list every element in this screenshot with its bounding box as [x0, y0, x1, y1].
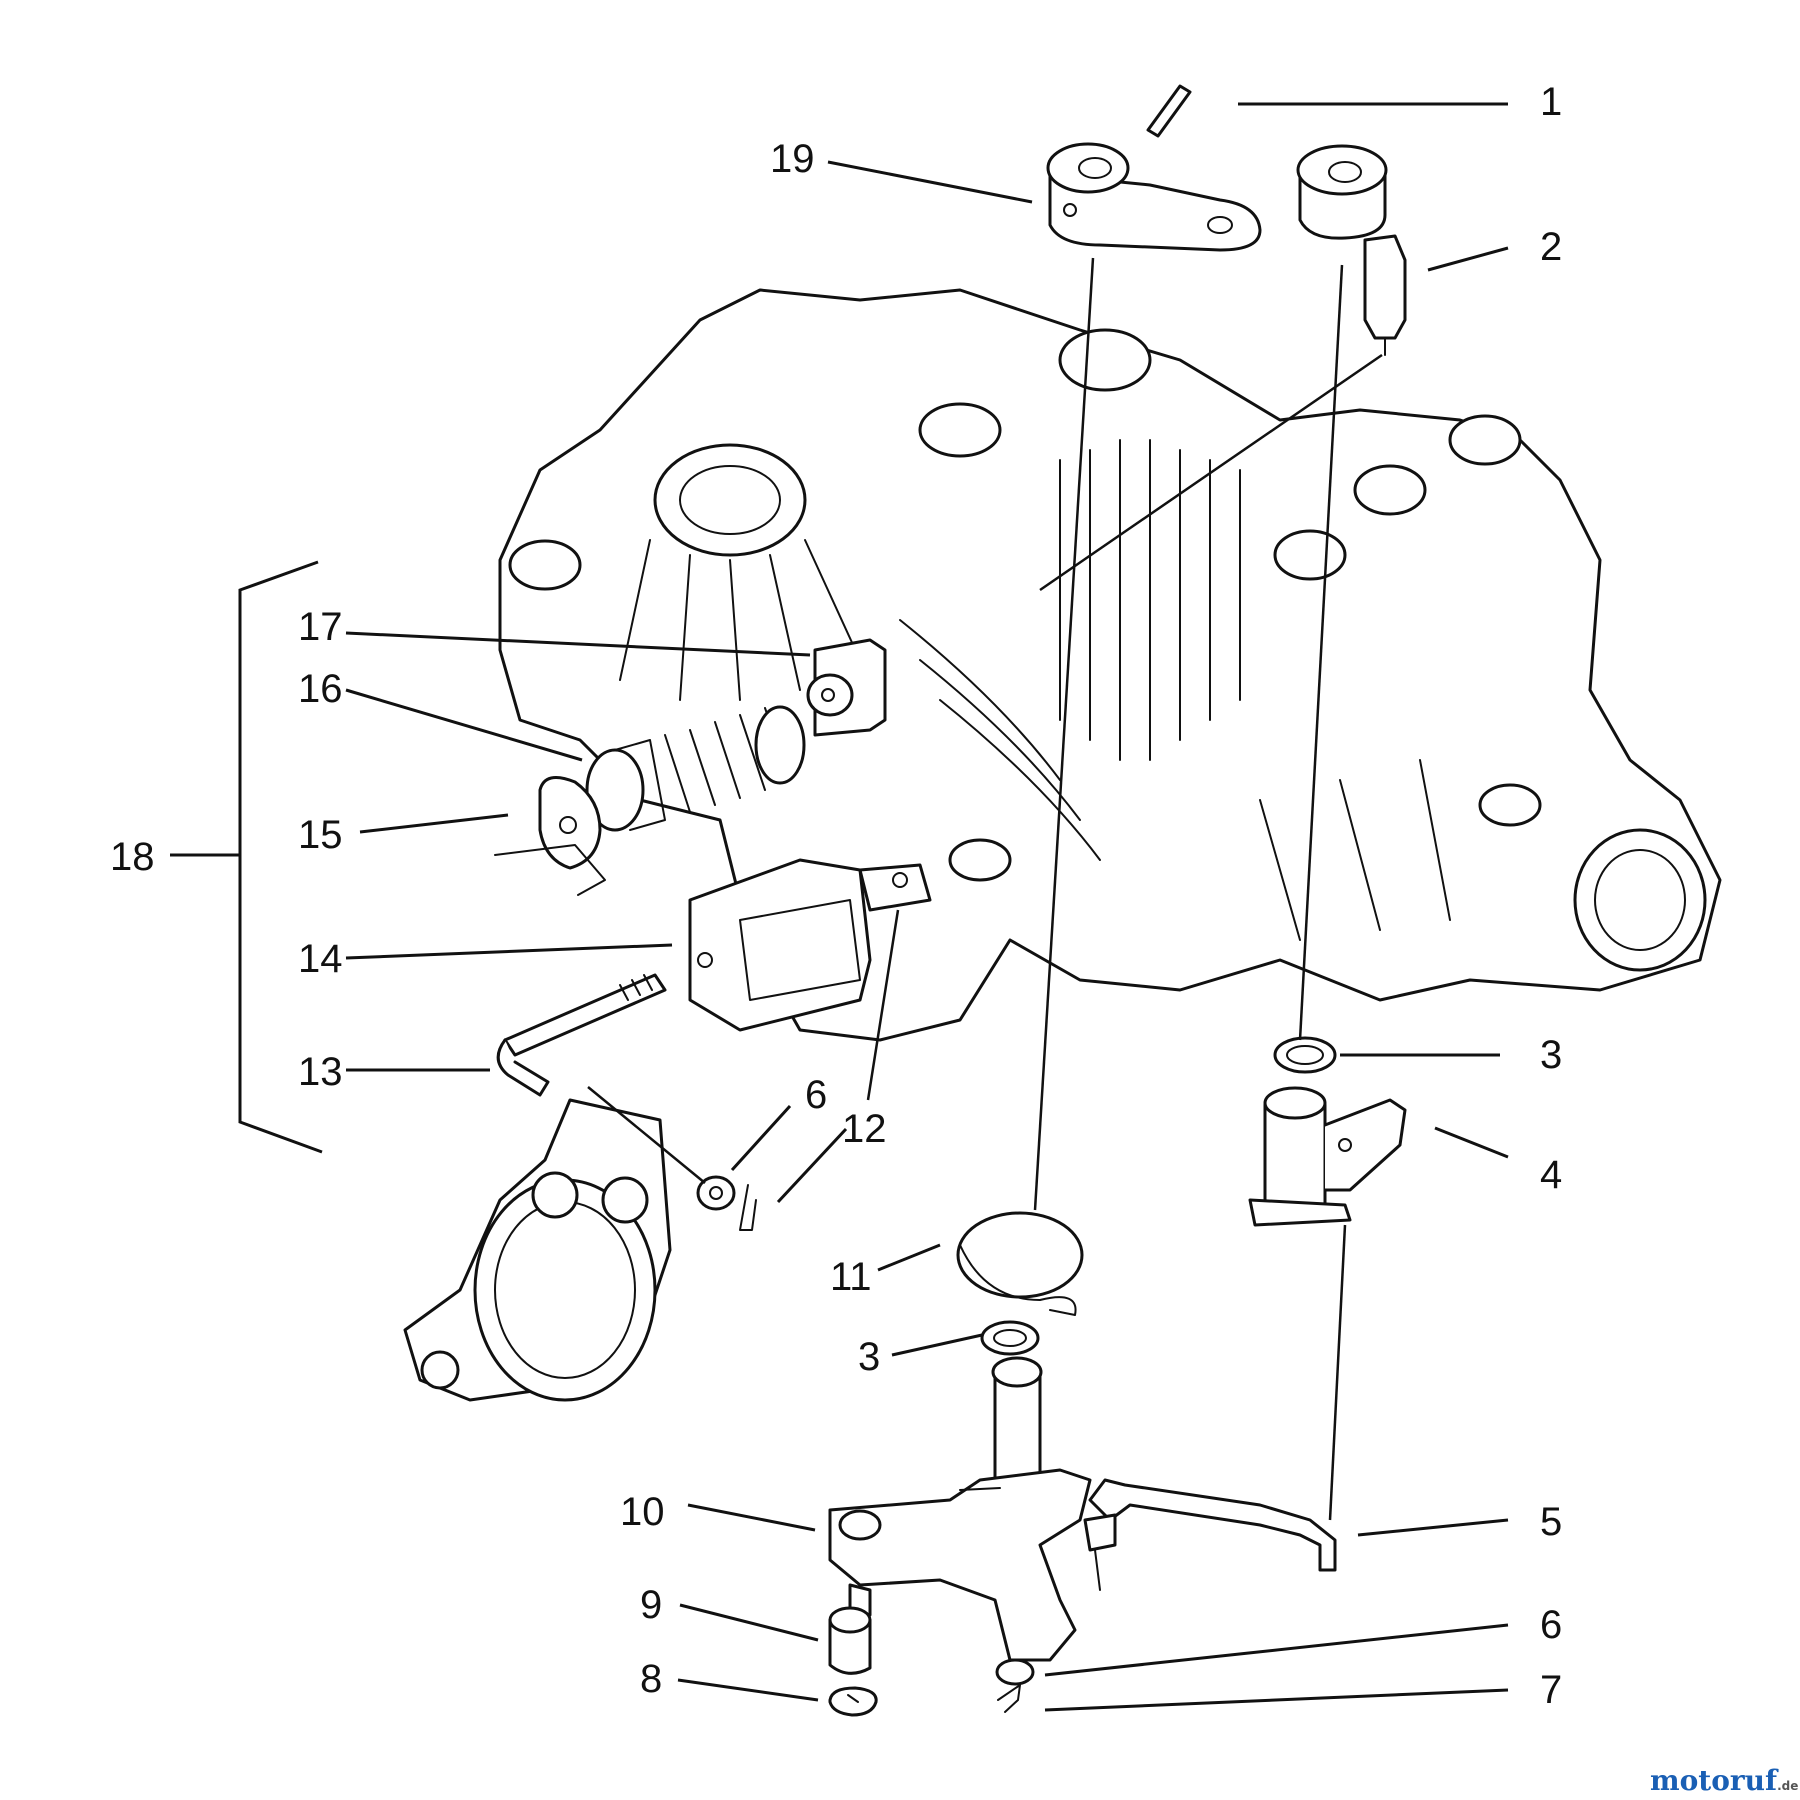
- callout-5: 5: [1540, 1500, 1562, 1544]
- shaft-bracket-part-4: [1248, 1086, 1407, 1227]
- callout-2: 2: [1540, 225, 1562, 269]
- callout-11: 11: [830, 1255, 872, 1299]
- e-clip-part-8: [828, 1686, 878, 1717]
- washer-part-6-lower: [995, 1658, 1035, 1686]
- callout-19: 19: [770, 137, 815, 181]
- assembly-axes: [587, 257, 1383, 1521]
- retainer-part-15: [494, 776, 606, 896]
- callout-3-lower: 3: [858, 1335, 880, 1379]
- housing-post-left: [1058, 328, 1152, 392]
- watermark-text: motoruf: [1650, 1764, 1779, 1797]
- callout-14: 14: [298, 937, 343, 981]
- threaded-rod-part-13: [496, 973, 667, 1097]
- leader-lines: [170, 102, 1509, 1712]
- spring-part-16: [585, 705, 806, 832]
- callout-6-upper: 6: [805, 1073, 827, 1117]
- watermark-logo: motoruf.de: [1650, 1764, 1798, 1797]
- callout-3-upper: 3: [1540, 1033, 1562, 1077]
- collar-part-2: [1296, 144, 1407, 356]
- seal-part-3-upper: [1273, 1036, 1337, 1074]
- callout-13: 13: [298, 1050, 343, 1094]
- svg-text:motoruf.de: motoruf.de: [1650, 1764, 1798, 1797]
- seal-part-3-lower: [980, 1320, 1040, 1356]
- valve-housing-part-14: [688, 858, 932, 1032]
- link-rod-part-5: [1083, 1478, 1337, 1591]
- callout-4: 4: [1540, 1153, 1562, 1197]
- callout-6-lower: 6: [1540, 1603, 1562, 1647]
- lever-shaft-part-10: [828, 1356, 1092, 1662]
- callout-10: 10: [620, 1490, 665, 1534]
- clip-part-7: [997, 1684, 1021, 1713]
- bypass-bracket: [403, 1098, 672, 1402]
- callout-9: 9: [640, 1583, 662, 1627]
- control-arm-part-19: [1046, 142, 1262, 252]
- transaxle-housing: [498, 288, 1722, 1042]
- watermark-suffix: .de: [1777, 1779, 1798, 1793]
- valve-cap-part-17: [806, 638, 887, 737]
- clip-part-12: [739, 1184, 757, 1231]
- input-shaft-boss: [653, 443, 807, 557]
- callout-8: 8: [640, 1657, 662, 1701]
- bushing-part-9: [828, 1606, 872, 1675]
- callout-labels: 1 19 2 17 16 15 18 14 13 6 12 3 4 11 3 1…: [110, 80, 1562, 1712]
- seal-part-11: [956, 1211, 1084, 1316]
- callout-18: 18: [110, 835, 155, 879]
- callout-17: 17: [298, 605, 343, 649]
- callout-15: 15: [298, 813, 343, 857]
- pin-part-1: [1146, 84, 1192, 138]
- callout-1: 1: [1540, 80, 1562, 124]
- callout-16: 16: [298, 667, 343, 711]
- callout-12: 12: [842, 1107, 887, 1151]
- callout-7: 7: [1540, 1668, 1562, 1712]
- washer-part-6-upper: [696, 1175, 736, 1211]
